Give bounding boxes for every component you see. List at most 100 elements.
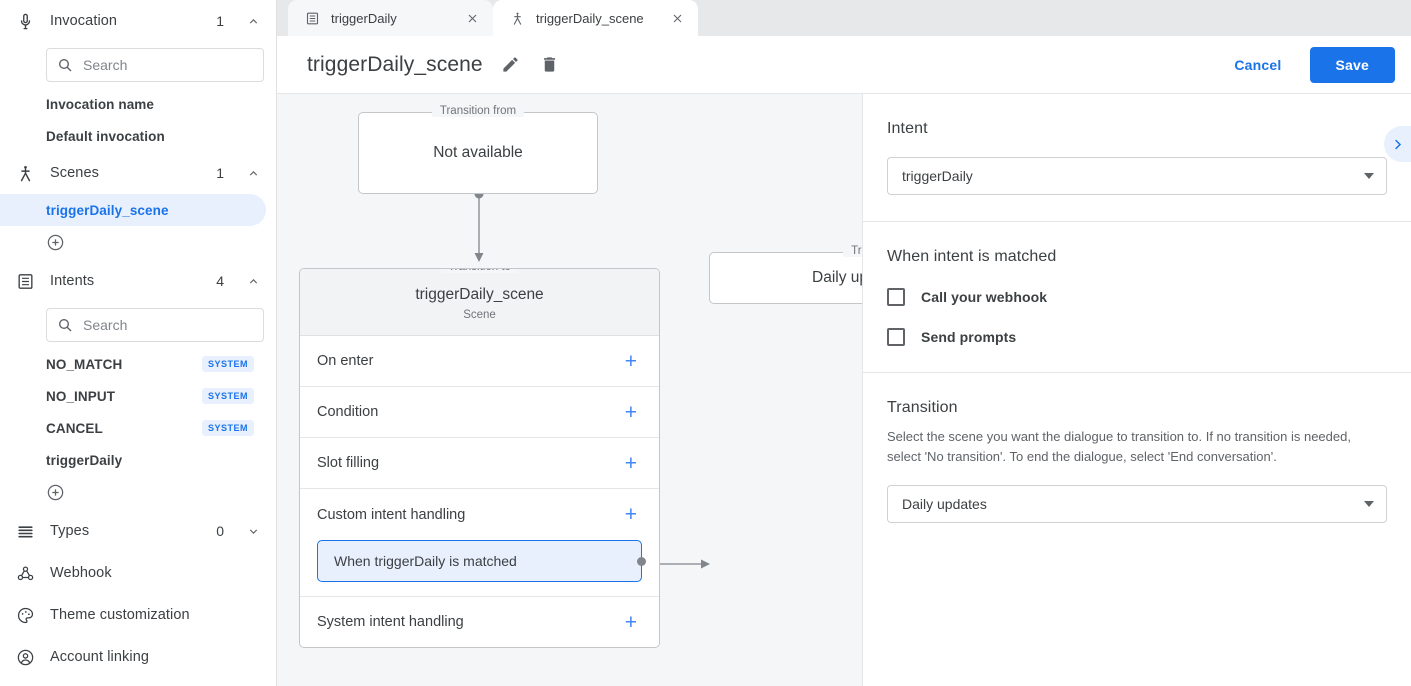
sidebar-item-label: NO_MATCH (46, 357, 122, 372)
intents-search-wrap: Search (0, 302, 276, 348)
sidebar-item-default-invocation[interactable]: Default invocation (0, 120, 266, 152)
intent-select[interactable]: triggerDaily (887, 157, 1387, 195)
chevron-up-icon (246, 274, 260, 288)
transition-from-legend: Transition from (432, 105, 524, 117)
scene-section-custom-intent-handling: Custom intent handling + When triggerDai… (300, 489, 659, 597)
transition-to-legend: Transition to (843, 245, 862, 257)
close-icon[interactable] (669, 10, 685, 26)
chevron-up-icon (246, 14, 260, 28)
tab-label: triggerDaily_scene (536, 11, 658, 26)
sidebar-item-theme-customization[interactable]: Theme customization (0, 594, 276, 636)
transition-from-value: Not available (359, 113, 597, 193)
add-custom-intent-handling-icon[interactable]: + (625, 504, 637, 525)
account-icon (14, 646, 36, 668)
sidebar-item-account-linking[interactable]: Account linking (0, 636, 276, 678)
page-title: triggerDaily_scene (307, 53, 483, 77)
sidebar-section-label: Scenes (50, 165, 202, 181)
intent-icon (304, 10, 320, 26)
add-system-intent-handling-icon[interactable]: + (625, 612, 637, 633)
chevron-down-icon (1364, 501, 1374, 507)
transition-select[interactable]: Daily updates (887, 485, 1387, 523)
properties-panel: Intent triggerDaily When intent is match… (862, 94, 1411, 686)
call-webhook-checkbox-row[interactable]: Call your webhook (887, 288, 1387, 306)
transition-section-description: Select the scene you want the dialogue t… (887, 427, 1387, 466)
sidebar-section-invocation[interactable]: Invocation 1 (0, 0, 276, 42)
close-icon[interactable] (464, 10, 480, 26)
scene-row-on-enter[interactable]: On enter + (300, 336, 659, 387)
send-prompts-checkbox[interactable] (887, 328, 905, 346)
sidebar-section-count: 4 (216, 273, 224, 289)
tab-bar: triggerDaily triggerDaily_scene (277, 0, 1411, 36)
sidebar-item-cancel[interactable]: CANCEL SYSTEM (0, 412, 266, 444)
scene-node[interactable]: Transition to triggerDaily_scene Scene O… (299, 268, 660, 648)
add-intent-icon[interactable] (46, 483, 66, 503)
sidebar-item-triggerdaily[interactable]: triggerDaily (0, 444, 266, 476)
cancel-button[interactable]: Cancel (1220, 48, 1295, 82)
status-badge: SYSTEM (202, 420, 254, 436)
trash-icon[interactable] (540, 55, 559, 74)
intent-section: Intent triggerDaily (863, 94, 1411, 222)
scene-row-condition[interactable]: Condition + (300, 387, 659, 438)
sidebar-item-label: Webhook (50, 565, 260, 581)
invocation-search-input[interactable]: Search (46, 48, 264, 82)
sidebar-section-intents[interactable]: Intents 4 (0, 260, 276, 302)
search-icon (57, 317, 73, 333)
microphone-icon (14, 10, 36, 32)
save-button[interactable]: Save (1310, 47, 1396, 83)
sidebar-section-label: Invocation (50, 13, 202, 29)
add-condition-icon[interactable]: + (625, 402, 637, 423)
transition-to-node[interactable]: Transition to Daily updates (709, 252, 862, 304)
scene-row-system-intent-handling[interactable]: System intent handling + (300, 597, 659, 648)
sidebar-section-types[interactable]: Types 0 (0, 510, 276, 552)
scene-row-slot-filling[interactable]: Slot filling + (300, 438, 659, 489)
chevron-down-icon (246, 524, 260, 538)
scene-row-custom-intent-handling[interactable]: Custom intent handling + (300, 489, 659, 540)
send-prompts-checkbox-row[interactable]: Send prompts (887, 328, 1387, 346)
add-intent-row (0, 476, 276, 510)
sidebar-item-no-input[interactable]: NO_INPUT SYSTEM (0, 380, 266, 412)
sidebar-item-no-match[interactable]: NO_MATCH SYSTEM (0, 348, 266, 380)
scene-graph-canvas[interactable]: Transition from Not available Transition… (277, 94, 862, 686)
sidebar-item-webhook[interactable]: Webhook (0, 552, 276, 594)
intents-icon (14, 270, 36, 292)
webhook-icon (14, 562, 36, 584)
sidebar-section-label: Intents (50, 273, 202, 289)
tab-triggerdaily[interactable]: triggerDaily (288, 0, 493, 36)
tab-triggerdaily-scene[interactable]: triggerDaily_scene (493, 0, 698, 36)
page-header: triggerDaily_scene Cancel Save (277, 36, 1411, 94)
sidebar-item-label: Invocation name (46, 97, 154, 112)
main-area: triggerDaily triggerDaily_scene (277, 0, 1411, 686)
intents-search-input[interactable]: Search (46, 308, 264, 342)
add-on-enter-icon[interactable]: + (625, 351, 637, 372)
scene-row-label: Condition (317, 404, 378, 420)
invocation-search-placeholder: Search (83, 57, 127, 73)
scene-row-label: Custom intent handling (317, 507, 465, 523)
intent-select-value: triggerDaily (902, 168, 1364, 184)
sidebar-item-label: Theme customization (50, 607, 260, 623)
scene-icon (509, 10, 525, 26)
transition-from-node[interactable]: Transition from Not available (358, 112, 598, 194)
tab-label: triggerDaily (331, 11, 453, 26)
sidebar-item-label: triggerDaily_scene (46, 203, 169, 218)
scene-row-label: System intent handling (317, 614, 464, 630)
palette-icon (14, 604, 36, 626)
add-scene-icon[interactable] (46, 233, 66, 253)
sidebar-section-count: 1 (216, 165, 224, 181)
add-slot-filling-icon[interactable]: + (625, 453, 637, 474)
intents-search-placeholder: Search (83, 317, 127, 333)
chip-output-handle[interactable] (637, 557, 646, 566)
scenes-icon (14, 162, 36, 184)
sidebar-section-count: 1 (216, 13, 224, 29)
add-scene-row (0, 226, 276, 260)
sidebar-item-backend-services[interactable]: Backend services (0, 678, 276, 686)
sidebar-section-scenes[interactable]: Scenes 1 (0, 152, 276, 194)
scene-node-legend: Transition to (440, 268, 519, 273)
intent-handler-chip[interactable]: When triggerDaily is matched (317, 540, 642, 582)
call-webhook-checkbox[interactable] (887, 288, 905, 306)
when-intent-matched-title: When intent is matched (887, 248, 1387, 266)
sidebar-item-triggerdaily-scene[interactable]: triggerDaily_scene (0, 194, 266, 226)
scene-node-subtitle: Scene (300, 309, 659, 321)
pencil-icon[interactable] (501, 55, 520, 74)
sidebar-item-invocation-name[interactable]: Invocation name (0, 88, 266, 120)
